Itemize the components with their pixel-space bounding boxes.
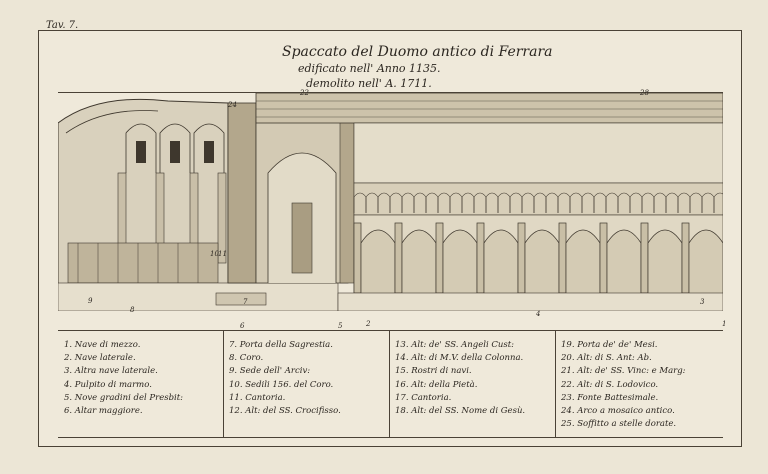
drawing-marker: 2 — [366, 320, 371, 328]
legend-item: 15. Rostri di navi. — [395, 366, 472, 377]
title-line-3: demolito nell' A. 1711. — [306, 77, 432, 90]
legend-item: 12. Alt: del SS. Crocifisso. — [229, 406, 341, 417]
legend-item: 16. Alt: della Pietà. — [395, 379, 478, 390]
drawing-marker: 1 — [722, 320, 727, 328]
title-line-1: Spaccato del Duomo antico di Ferrara — [282, 44, 553, 60]
title-line-2: edificato nell' Anno 1135. — [298, 62, 441, 75]
drawing-marker: 8 — [130, 306, 135, 314]
legend-item: 25. Soffitto a stelle dorate. — [561, 419, 677, 430]
legend-item: 11. Cantoria. — [229, 392, 286, 403]
plate-number: Tav. 7. — [46, 20, 79, 31]
legend-item: 8. Coro. — [229, 353, 264, 364]
plate-title: Spaccato del Duomo antico di Ferrara edi… — [282, 44, 553, 90]
drawing-marker: 4 — [536, 310, 541, 318]
drawing-marker: 24 — [228, 101, 237, 109]
legend-item: 23. Fonte Battesimale. — [561, 392, 659, 403]
legend-column-2: 7. Porta della Sagrestia. 8. Coro. 9. Sede… — [223, 331, 390, 437]
cathedral-section-drawing — [58, 92, 723, 311]
drawing-marker: 28 — [640, 89, 649, 97]
legend-item: 6. Altar maggiore. — [64, 406, 143, 417]
legend-item: 10. Sedili 156. del Coro. — [229, 379, 334, 390]
legend-item: 2. Nave laterale. — [64, 353, 136, 364]
cathedral-section-illustration — [58, 93, 723, 311]
legend-item: 7. Porta della Sagrestia. — [229, 340, 333, 350]
legend-table: 1. Nave di mezzo. 2. Nave laterale. 3. Alt… — [58, 330, 723, 438]
legend-item: 18. Alt: del SS. Nome di Gesù. — [395, 406, 526, 417]
legend-item: 22. Alt: di S. Lodovico. — [561, 379, 659, 390]
legend-item: 5. Nove gradini del Presbit: — [64, 392, 184, 403]
legend-item: 20. Alt: di S. Ant: Ab. — [561, 353, 652, 364]
drawing-marker: 22 — [300, 89, 309, 97]
drawing-marker: 5 — [338, 322, 343, 330]
legend-column-4: 19. Porta de' de' Mesi. 20. Alt: di S. An… — [555, 331, 723, 437]
drawing-marker: 6 — [240, 322, 245, 330]
legend-item: 13. Alt: de' SS. Angeli Cust: — [395, 340, 515, 350]
drawing-marker: 7 — [243, 298, 248, 306]
legend-item: 14. Alt: di M.V. della Colonna. — [395, 353, 524, 364]
legend-item: 1. Nave di mezzo. — [64, 340, 141, 350]
legend-item: 3. Altra nave laterale. — [64, 366, 158, 377]
drawing-marker: 9 — [88, 297, 93, 305]
drawing-marker: 3 — [700, 298, 705, 306]
drawing-marker: 10 — [210, 250, 219, 258]
legend-item: 17. Cantoria. — [395, 392, 452, 403]
drawing-marker: 11 — [218, 250, 227, 258]
legend-item: 9. Sede dell' Arciv: — [229, 366, 311, 377]
legend-item: 19. Porta de' de' Mesi. — [561, 340, 658, 350]
legend-column-1: 1. Nave di mezzo. 2. Nave laterale. 3. Alt… — [58, 331, 224, 437]
legend-item: 24. Arco a mosaico antico. — [561, 406, 675, 417]
legend-item: 21. Alt: de' SS. Vinc: e Marg: — [561, 366, 686, 377]
legend-item: 4. Pulpito di marmo. — [64, 379, 152, 390]
legend-column-3: 13. Alt: de' SS. Angeli Cust: 14. Alt: di… — [389, 331, 556, 437]
